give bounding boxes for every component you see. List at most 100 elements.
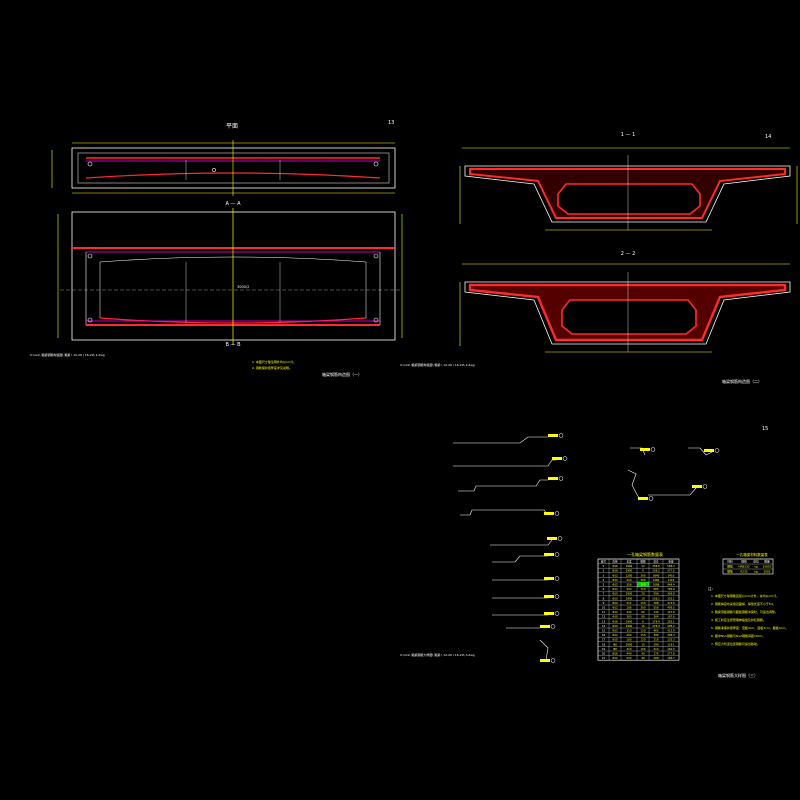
main-table-header-cell: 重量 [668,560,674,564]
main-table-cell: Φ16 [612,619,618,623]
main-table-cell: 127.9 [667,610,675,614]
main-table-cell: 18 [641,596,645,600]
rebar-dimension-tag [544,595,554,598]
main-table-cell: 13 [602,619,606,623]
rebar-dimension-tag [547,537,557,540]
main-table-cell: 300 [641,578,646,582]
small-table-cell: kg [754,570,758,574]
small-table-header-cell: 单位 [753,560,759,564]
main-table-cell: 410 [627,647,632,651]
section-length-dimension: 3000/2 [237,285,249,289]
cross-section-2 [459,272,791,353]
main-table-cell: 10 [641,642,645,646]
main-table-cell: 216 [654,638,659,642]
main-table-cell: 2990 [626,596,633,600]
main-table-cell: 300 [641,606,646,610]
rebar-dimension-tag [548,477,558,480]
plan-marker-left [87,161,93,167]
main-table-cell: Φ16 [612,564,618,568]
main-table-cell: 17 [602,638,606,642]
sheet-3-file-reference: X:\xxx\ 箱梁钢筋大样图\ 箱梁 \ 12-20 \ 16-20\ 3.d… [400,652,475,657]
sheet-1-note-2: 2. 钢筋保护层厚度详见说明。 [252,365,292,370]
rebar-number-circle [558,476,564,481]
rebar-detail-path [453,436,548,444]
main-table-cell: 1260 [653,578,660,582]
main-table-cell: 2990 [626,592,633,596]
main-table-cell: 12 [602,615,606,619]
small-table-cell: kg [754,565,758,569]
rebar-dimension-tag [544,553,554,556]
main-table-cell: 187.6 [667,615,675,619]
rebar-dimension-tag [640,448,650,451]
sheet-1-file-reference: X:\xxx\ 箱梁钢筋构造图\ 箱梁 \ 12-20 \ 16-20\ 1.d… [30,352,105,357]
main-table-cell: Φ10 [612,624,618,628]
main-table-cell: 162.0 [667,647,675,651]
rebar-number-circle [554,594,560,599]
main-table-cell: 240 [627,610,632,614]
main-table-cell: 180 [627,638,632,642]
rebar-number-circle [557,536,563,541]
rebar-dimension-tag [540,659,550,662]
main-table-cell: 260 [627,633,632,637]
longitudinal-section: 3000/2 [57,208,403,345]
section-1-label: 1 — 1 [621,132,636,138]
main-table-cell: 478.4 [652,624,660,628]
rebar-detail-shapes [453,433,720,663]
rebar-detail-path [688,447,713,456]
notes-list: 1. 本图尺寸除钢筋直径以mm计外，余均以cm计。2. 钢筋焊接均采用双面焊，焊… [711,593,788,646]
rebar-dimension-tag [552,457,562,460]
cross-section-2-outline [464,281,791,345]
main-table-cell: 150 [641,587,646,591]
note-line: 4. 施工时应注意预埋伸缩缝及护栏钢筋。 [711,617,766,622]
main-table-header-cell: 总长 [653,560,659,564]
main-table-cell: 118.1 [667,642,675,646]
main-table-cell: 150 [641,601,646,605]
main-table-cell: 356 [627,583,632,587]
main-table-cell: 8 [603,596,605,600]
main-table-cell: 310 [627,629,632,633]
main-table-cell: 11 [602,610,606,614]
main-table-cell: 150 [641,633,646,637]
main-table-cell: 520 [627,656,632,660]
cross-section-1-cell [557,183,701,215]
main-table-cell: 377.5 [667,569,675,573]
main-table-cell: 18 [602,642,606,646]
main-table-cell: 8 [642,569,644,573]
main-table-cell: 1068 [653,583,660,587]
main-table-cell: 6 [642,619,644,623]
main-table-cell: 5 [603,583,605,587]
section-marker-tl [87,253,93,259]
main-table-cell: 2990 [626,564,633,568]
section-marker-bl [87,317,93,323]
rebar-number-circle [702,484,708,489]
small-table-cell: HRB335 [738,565,750,569]
rebar-number-circle [550,624,556,629]
main-table-cell: 40 [641,652,645,656]
sheet-1-page-number: 13 [388,120,394,126]
section-outer-frame [71,211,396,341]
main-table-cell: 785.9 [667,587,675,591]
main-table-header-cell: 长度 [626,560,632,564]
main-table-cell: 208 [654,656,659,660]
main-table-cell: Φ12 [612,633,618,637]
main-table-cell: 473.9 [667,601,675,605]
small-table-cell: R235 [740,570,748,574]
rebar-detail-path [648,487,697,496]
main-table-cell: 239.2 [652,569,660,573]
main-table-cell: 598 [654,592,659,596]
main-table-cell: 14 [602,624,606,628]
rebar-number-circle [554,576,560,581]
main-table-cell: 20 [641,592,645,596]
main-table-cell: 299 [654,642,659,646]
small-table-header-cell: 规格 [741,560,747,564]
plan-outline [71,147,396,189]
main-table-cell: 21 [602,656,606,660]
main-table-cell: 420 [627,578,632,582]
main-table-header-cell: 根数 [640,560,646,564]
main-table-cell: 3840 [653,573,660,577]
rebar-number-circle [550,658,556,663]
main-table-cell: 1280 [626,573,633,577]
rebar-number-circle [554,552,560,557]
rebar-detail-path [492,555,548,563]
